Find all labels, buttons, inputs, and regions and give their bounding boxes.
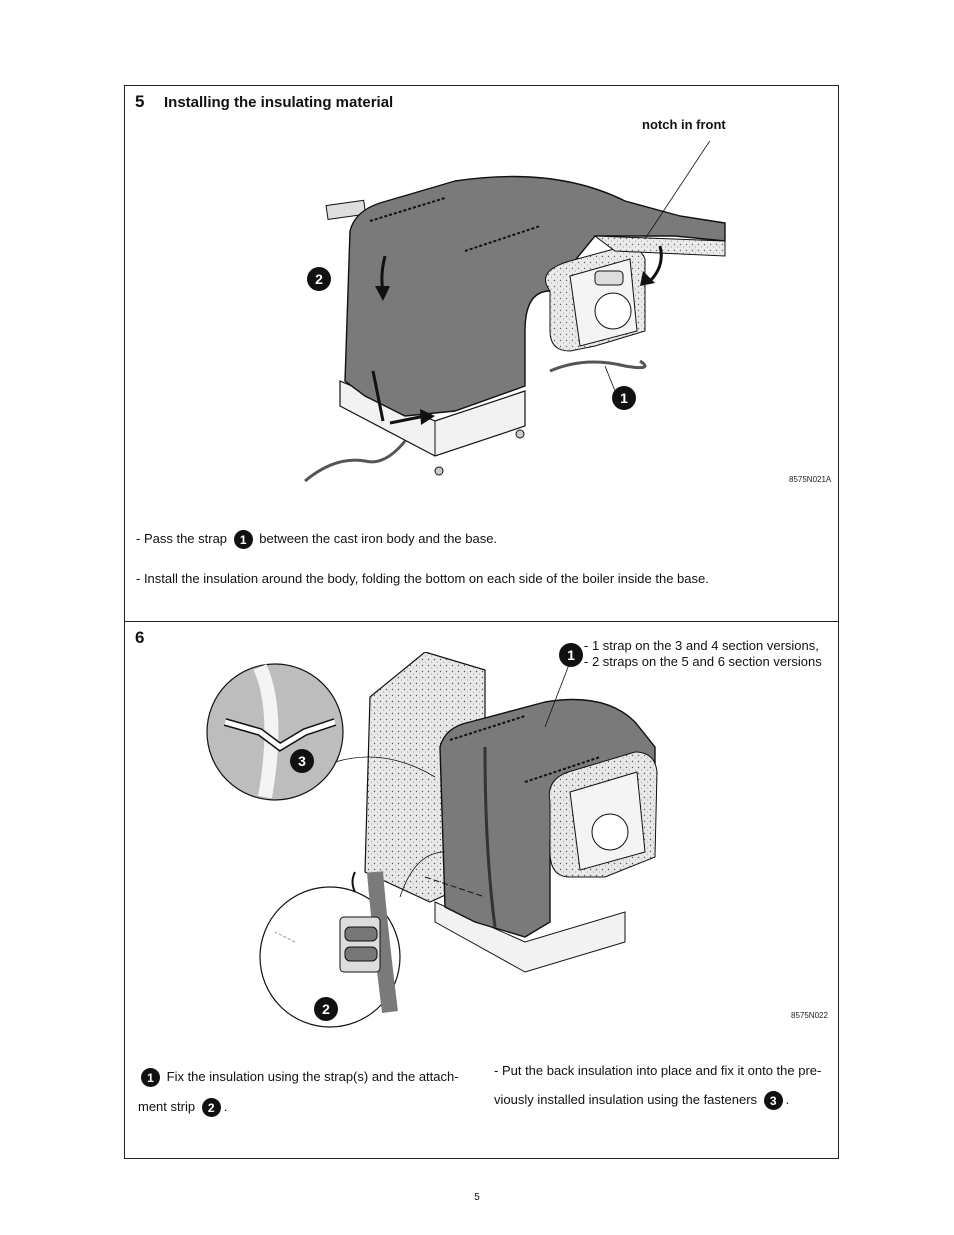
callout-2: 2 xyxy=(314,997,338,1021)
right-text-b: viously installed insulation using the f… xyxy=(494,1091,758,1107)
strap-illustration xyxy=(206,652,658,1028)
step-number: 6 xyxy=(135,628,145,647)
left-text-end: . xyxy=(223,1098,228,1114)
right-instruction-line-1: - Put the back insulation into place and… xyxy=(494,1063,822,1078)
legend-callout-1: 1 xyxy=(559,643,583,667)
left-instruction-line-2: ment strip 2. xyxy=(138,1098,227,1117)
callout-1: 1 xyxy=(612,386,636,410)
left-instruction-line-1: 1 Fix the insulation using the strap(s) … xyxy=(138,1068,459,1087)
legend-line-1: - 1 strap on the 3 and 4 section version… xyxy=(584,638,819,653)
line1-pre: - Pass the strap xyxy=(136,530,228,546)
right-text-end: . xyxy=(785,1091,790,1107)
step-number: 5 xyxy=(135,92,145,111)
left-text-b: ment strip xyxy=(138,1098,196,1114)
figure-reference: 8575N022 xyxy=(791,1011,828,1020)
right-instruction-line-2: viously installed insulation using the f… xyxy=(494,1091,789,1110)
section-5-panel: 5 Installing the insulating material not… xyxy=(124,85,839,622)
page-number: 5 xyxy=(474,1192,480,1203)
fastener-badge: 3 xyxy=(763,1091,783,1110)
section-title: Installing the insulating material xyxy=(164,94,394,111)
strap-badge: 1 xyxy=(233,530,253,549)
notch-label: notch in front xyxy=(642,117,726,132)
callout-3: 3 xyxy=(290,749,314,773)
instruction-line-2: - Install the insulation around the body… xyxy=(136,571,709,586)
section-6-panel: 6 1 - 1 strap on the 3 and 4 section ver… xyxy=(124,621,839,1159)
attachment-strip-badge: 2 xyxy=(201,1098,221,1117)
left-text-a: Fix the insulation using the strap(s) an… xyxy=(166,1068,459,1084)
strap-badge: 1 xyxy=(141,1068,160,1087)
insulation-illustration xyxy=(304,141,726,483)
instruction-line-1: - Pass the strap 1 between the cast iron… xyxy=(136,530,497,549)
figure-reference: 8575N021A xyxy=(789,475,832,484)
legend-line-2: - 2 straps on the 5 and 6 section versio… xyxy=(584,654,822,669)
callout-2: 2 xyxy=(307,267,331,291)
line1-post: between the cast iron body and the base. xyxy=(259,530,498,546)
